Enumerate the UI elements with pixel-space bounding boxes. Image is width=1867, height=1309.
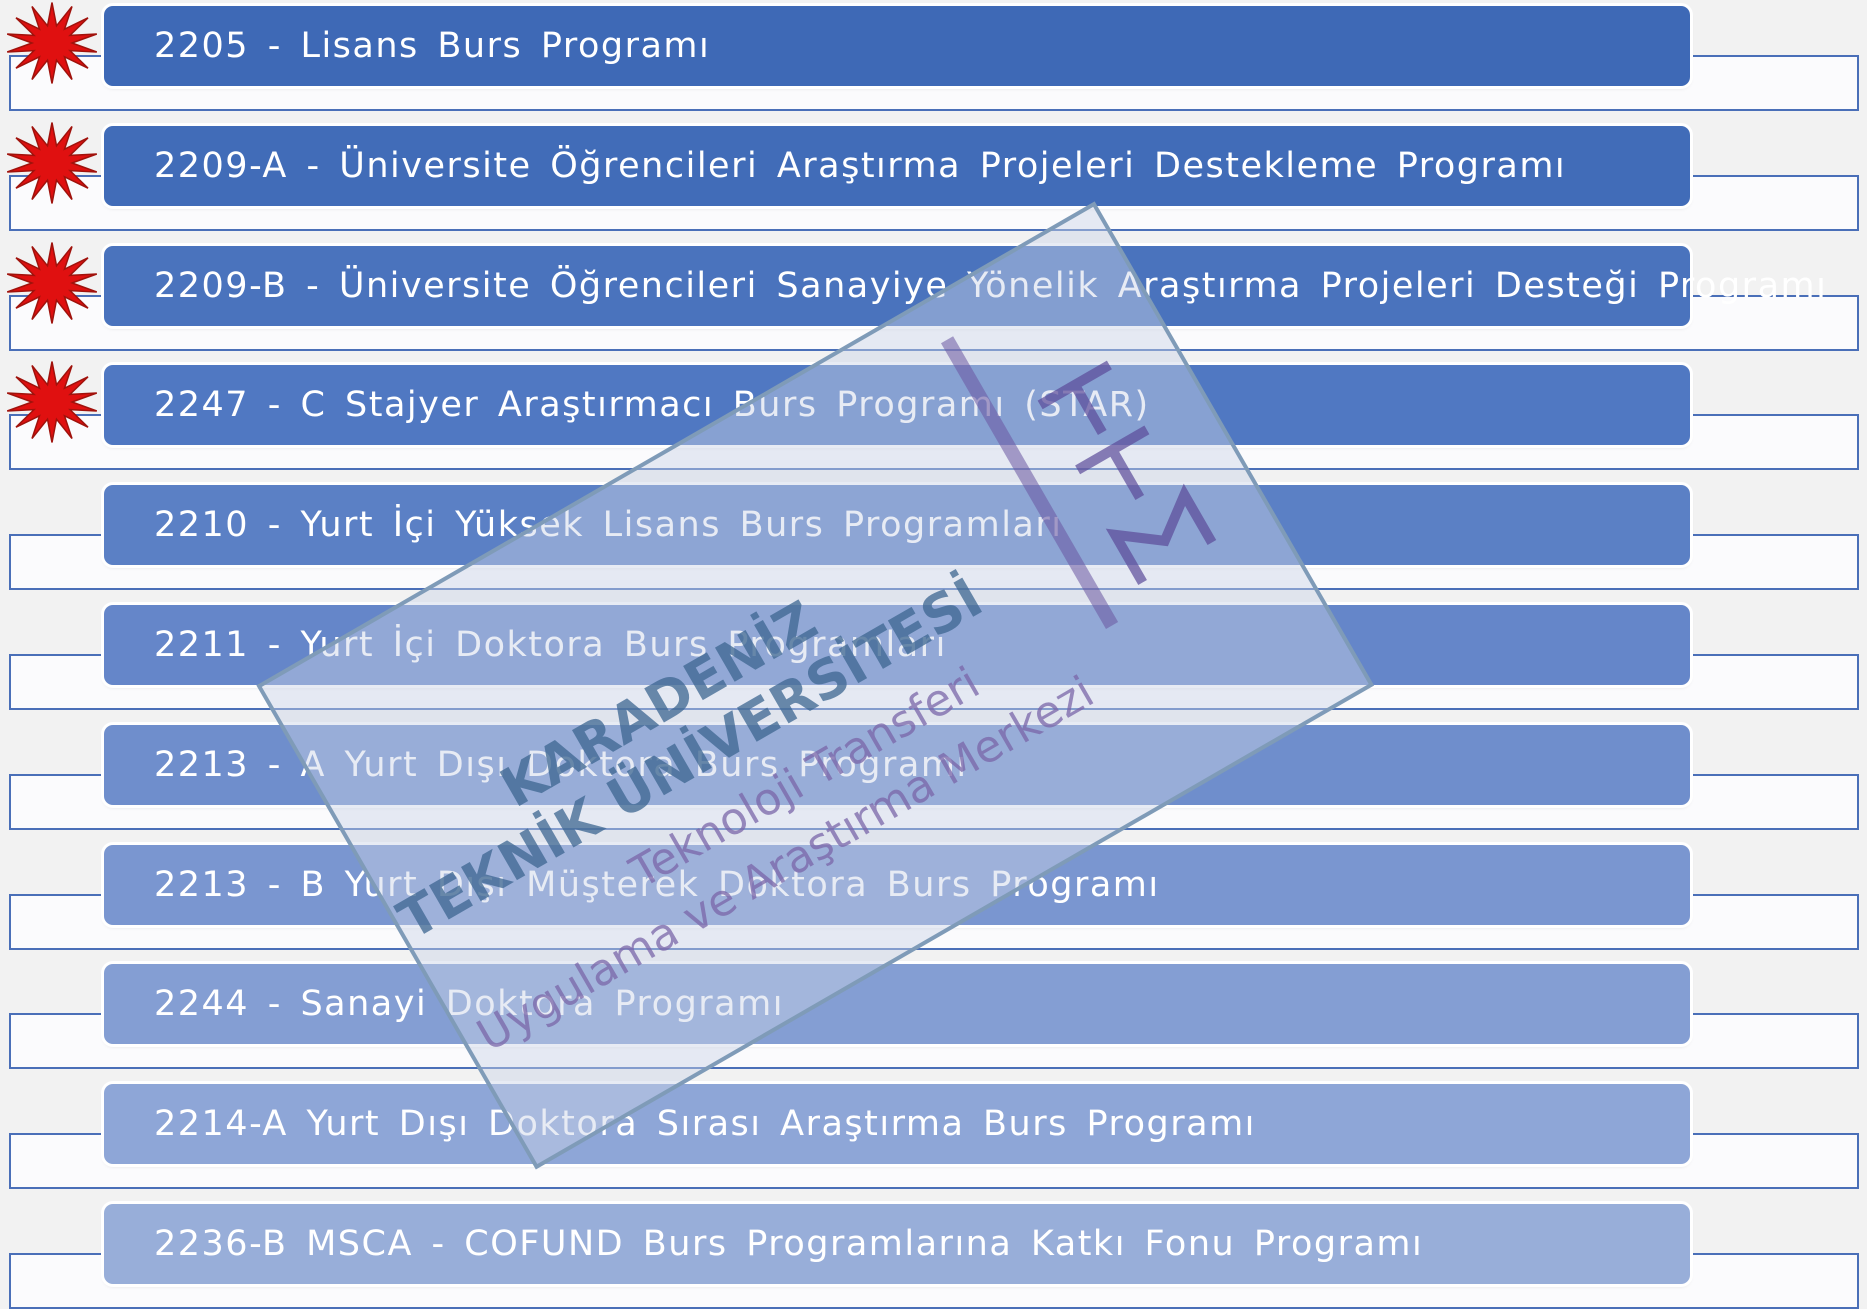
program-row: 2247 - C Stajyer Araştırmacı Burs Progra…: [0, 359, 1867, 471]
program-bar[interactable]: 2214-A Yurt Dışı Doktora Sırası Araştırm…: [104, 1084, 1690, 1165]
program-bar[interactable]: 2205 - Lisans Burs Programı: [104, 6, 1690, 86]
red-starburst-icon: [6, 122, 98, 204]
program-row: 2210 - Yurt İçi Yüksek Lisans Burs Progr…: [0, 479, 1867, 591]
program-row: 2205 - Lisans Burs Programı: [0, 0, 1867, 111]
program-label: 2211 - Yurt İçi Doktora Burs Programları: [154, 625, 947, 665]
program-label: 2236-B MSCA - COFUND Burs Programlarına …: [154, 1224, 1424, 1264]
program-label: 2213 - B Yurt Dışı Müşterek Doktora Burs…: [154, 864, 1160, 905]
red-starburst-icon: [6, 361, 98, 444]
program-bar[interactable]: 2247 - C Stajyer Araştırmacı Burs Progra…: [104, 365, 1690, 446]
red-starburst-icon: [6, 2, 98, 84]
program-bar[interactable]: 2209-B - Üniversite Öğrencileri Sanayiye…: [104, 245, 1826, 326]
program-row: 2236-B MSCA - COFUND Burs Programlarına …: [0, 1198, 1867, 1309]
program-row: 2209-A - Üniversite Öğrencileri Araştırm…: [0, 120, 1867, 231]
program-label: 2247 - C Stajyer Araştırmacı Burs Progra…: [154, 385, 1150, 426]
red-starburst-icon: [6, 241, 98, 324]
program-label: 2213 - A Yurt Dışı Doktora Burs Programı: [154, 744, 968, 785]
program-bar[interactable]: 2236-B MSCA - COFUND Burs Programlarına …: [104, 1204, 1690, 1284]
program-label: 2209-B - Üniversite Öğrencileri Sanayiye…: [154, 265, 1828, 306]
program-bar[interactable]: 2210 - Yurt İçi Yüksek Lisans Burs Progr…: [104, 485, 1690, 566]
program-row: 2213 - B Yurt Dışı Müşterek Doktora Burs…: [0, 839, 1867, 950]
program-row: 2211 - Yurt İçi Doktora Burs Programları: [0, 599, 1867, 710]
program-bar[interactable]: 2209-A - Üniversite Öğrencileri Araştırm…: [104, 125, 1690, 206]
program-bar[interactable]: 2211 - Yurt İçi Doktora Burs Programları: [104, 605, 1690, 685]
program-bar[interactable]: 2244 - Sanayi Doktora Programı: [104, 964, 1690, 1045]
program-label: 2210 - Yurt İçi Yüksek Lisans Burs Progr…: [154, 505, 1063, 546]
program-row: 2244 - Sanayi Doktora Programı: [0, 958, 1867, 1070]
program-label: 2205 - Lisans Burs Programı: [154, 26, 711, 66]
program-bar[interactable]: 2213 - B Yurt Dışı Müşterek Doktora Burs…: [104, 844, 1690, 925]
program-bar[interactable]: 2213 - A Yurt Dışı Doktora Burs Programı: [104, 724, 1690, 805]
program-label: 2244 - Sanayi Doktora Programı: [154, 984, 784, 1025]
program-row: 2209-B - Üniversite Öğrencileri Sanayiye…: [0, 240, 1867, 351]
program-label: 2209-A - Üniversite Öğrencileri Araştırm…: [154, 145, 1567, 186]
program-row: 2214-A Yurt Dışı Doktora Sırası Araştırm…: [0, 1078, 1867, 1190]
program-label: 2214-A Yurt Dışı Doktora Sırası Araştırm…: [154, 1104, 1256, 1145]
program-row: 2213 - A Yurt Dışı Doktora Burs Programı: [0, 719, 1867, 830]
